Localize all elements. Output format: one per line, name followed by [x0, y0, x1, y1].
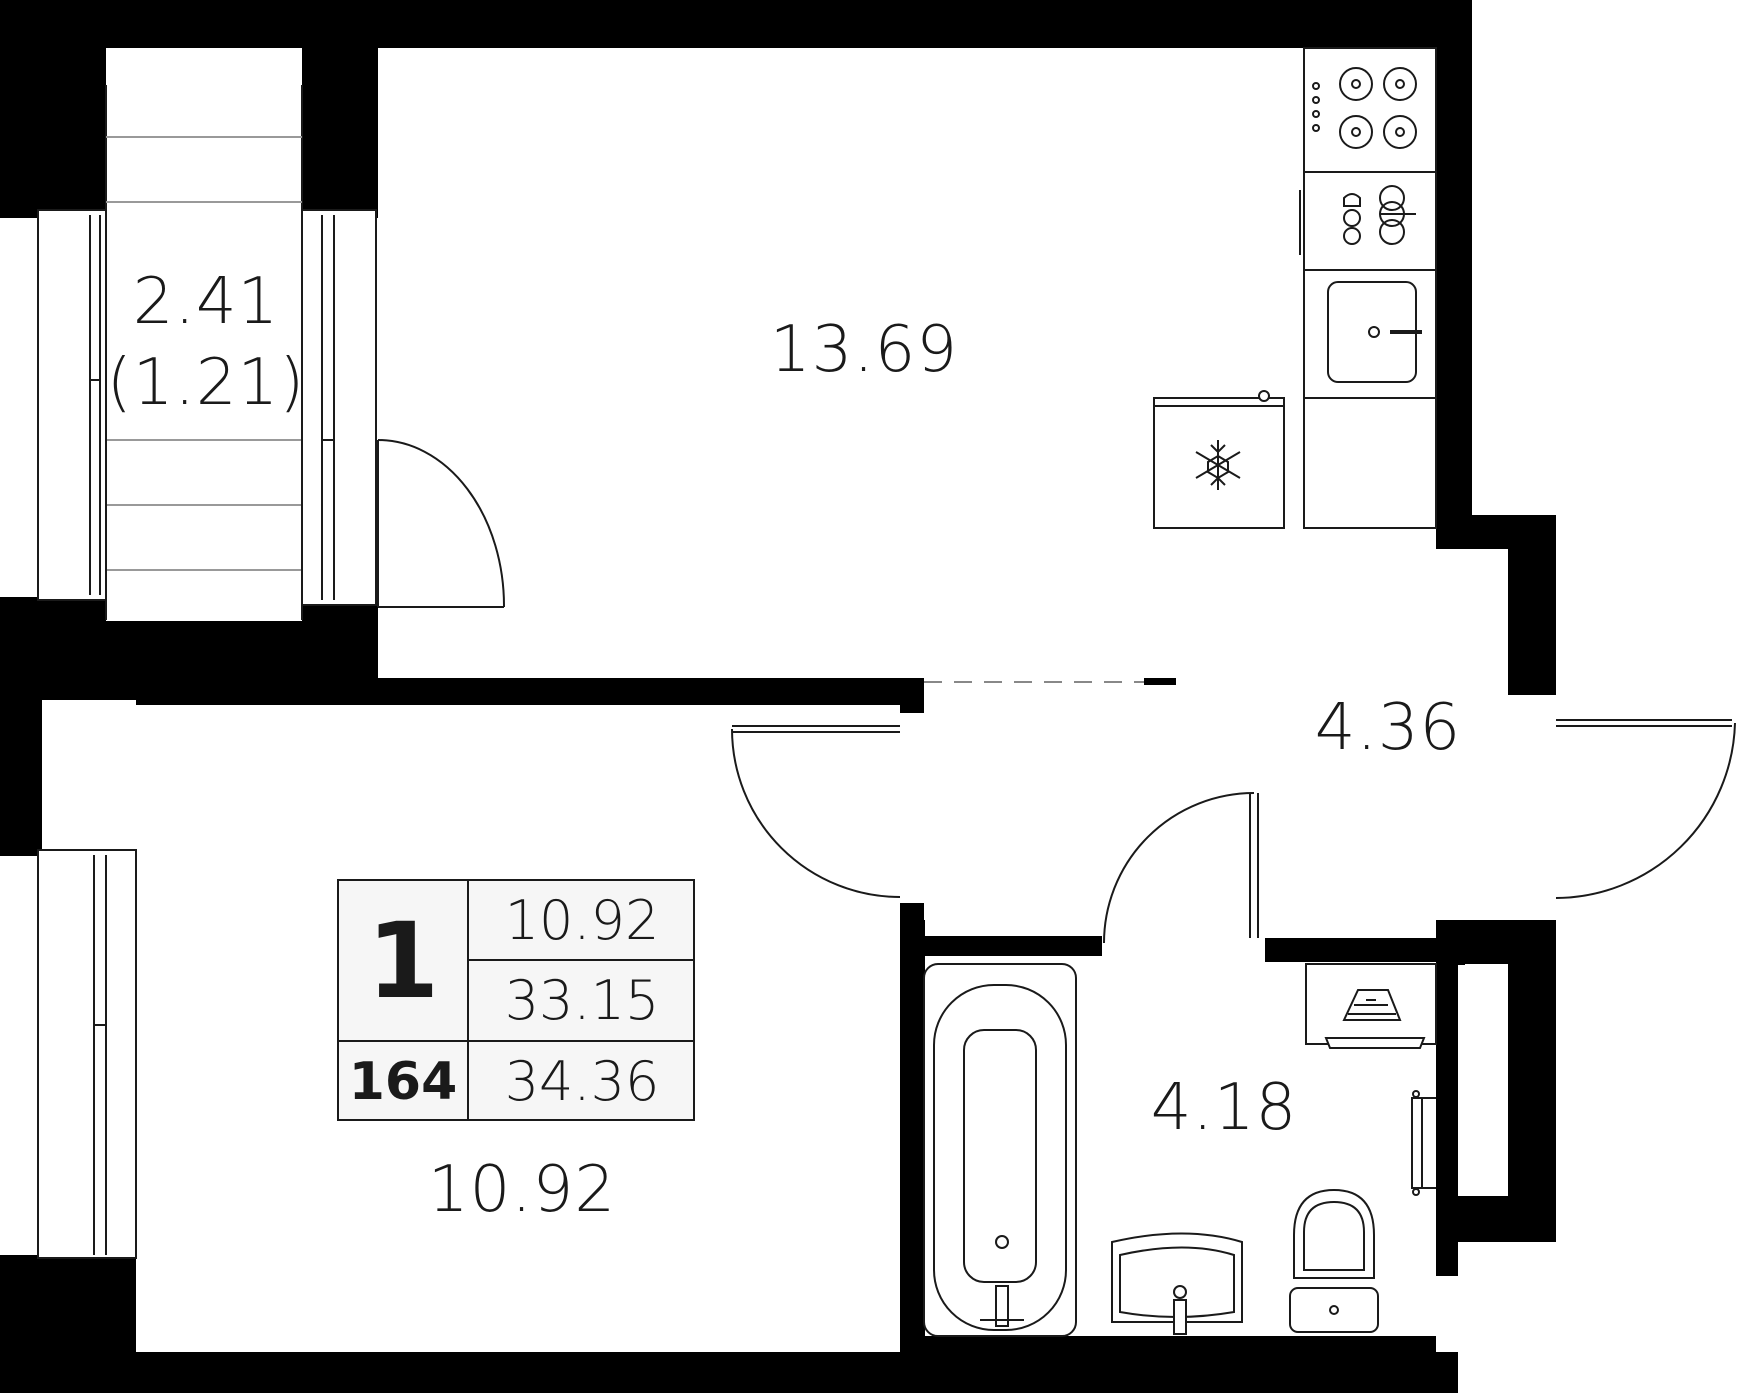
kitchen-living-area: 13.69 — [769, 313, 959, 387]
balcony-area-reduced: (1.21) — [106, 346, 306, 420]
door-swing-icon — [1103, 792, 1259, 944]
cooktop-icon — [1312, 67, 1417, 149]
total-area-with-balcony: 34.36 — [504, 1050, 660, 1113]
fridge-snowflake-icon — [1153, 390, 1285, 529]
hallway-area: 4.36 — [1314, 691, 1462, 765]
sink-icon — [1327, 281, 1422, 383]
bathroom-area: 4.18 — [1150, 1071, 1298, 1145]
dishwasher-icon — [1299, 185, 1416, 255]
towel-rail-icon — [1411, 1090, 1436, 1196]
apartment-summary-card: 1 10.92 33.15 164 34.36 — [337, 879, 695, 1121]
living-area-value: 10.92 — [469, 881, 695, 961]
door-swing-icon — [731, 725, 901, 898]
room-count: 1 — [339, 881, 469, 1042]
balcony — [37, 85, 377, 621]
bedroom-area: 10.92 — [427, 1153, 617, 1227]
hallway-fill — [924, 705, 1508, 920]
balcony-area: 2.41 — [132, 265, 280, 339]
door-swing-icon — [377, 439, 506, 608]
apartment-number: 164 — [339, 1042, 469, 1121]
kitchen-counter — [1303, 47, 1437, 529]
total-area-value: 33.15 — [469, 961, 695, 1042]
door-swing-icon — [1555, 719, 1736, 899]
bathtub-icon — [923, 963, 1077, 1337]
washing-machine-icon — [1305, 963, 1437, 1049]
washbasin-icon — [1111, 1232, 1243, 1335]
toilet-icon — [1289, 1188, 1379, 1333]
walls — [0, 0, 1556, 1393]
window-icon — [37, 849, 137, 1259]
